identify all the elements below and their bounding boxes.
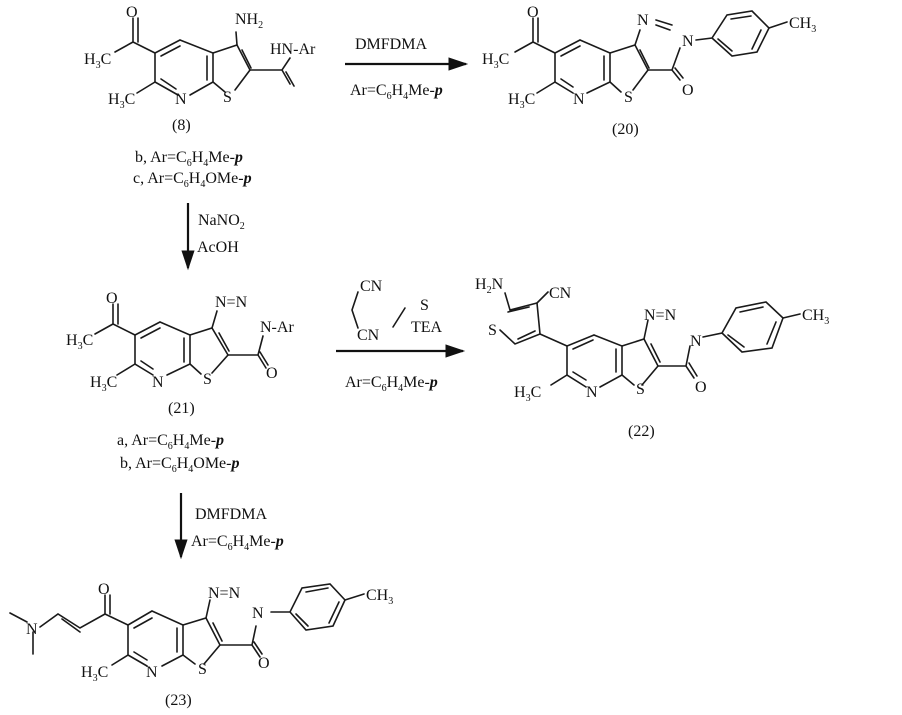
compound-8-label: (8) xyxy=(172,117,191,134)
atom-CH3: CH3 xyxy=(366,587,393,607)
atom-N-amide: N xyxy=(682,33,694,50)
compound-21-label: (21) xyxy=(168,400,195,417)
arrow-21-to-23: DMFDMA Ar=C6H4Me-p xyxy=(174,493,284,560)
atom-S: S xyxy=(624,89,633,106)
atom-O-amide: O xyxy=(266,365,278,382)
reagent-dmfdma-1: DMFDMA xyxy=(355,36,427,53)
compound-23-labels: N O H3C N S N=N N O CH3 (23) xyxy=(26,581,393,709)
atom-CN: CN xyxy=(549,285,572,302)
compound-21-structure xyxy=(94,303,269,376)
atom-S: S xyxy=(198,661,207,678)
arrow-21-to-22: CN CN S TEA Ar=C6H4Me-p xyxy=(336,278,466,394)
compound-22-structure xyxy=(499,291,801,388)
atom-H3C-acetyl: H3C xyxy=(84,51,111,71)
compound-8-variant-b: b, Ar=C6H4Me-p xyxy=(135,149,243,169)
reagent-sulfur: S xyxy=(420,297,429,314)
compound-8-variant-c: c, Ar=C6H4OMe-p xyxy=(133,170,252,190)
atom-H3C: H3C xyxy=(514,384,541,404)
compound-8-structure xyxy=(114,17,295,96)
compound-22-label: (22) xyxy=(628,423,655,440)
atom-N: N xyxy=(152,374,164,391)
atom-S: S xyxy=(203,371,212,388)
atom-O-amide: O xyxy=(258,655,270,672)
atom-O-amide: O xyxy=(695,379,707,396)
atom-H3C-methyl: H3C xyxy=(108,91,135,111)
atom-O: O xyxy=(527,4,539,21)
atom-O: O xyxy=(106,290,118,307)
atom-N: N xyxy=(146,664,158,681)
compound-20-label: (20) xyxy=(612,121,639,138)
reagent-malononitrile-cn1: CN xyxy=(360,278,383,295)
atom-CH3: CH3 xyxy=(789,15,816,35)
atom-O-amide: O xyxy=(682,82,694,99)
atom-H2N: H2N xyxy=(475,276,504,296)
atom-N=N: N=N xyxy=(208,585,241,602)
atom-N-Ar: N-Ar xyxy=(260,319,294,336)
atom-O: O xyxy=(98,581,110,598)
atom-N: N xyxy=(573,91,585,108)
compound-21-variant-b: b, Ar=C6H4OMe-p xyxy=(120,455,239,475)
atom-N=N: N=N xyxy=(215,294,248,311)
atom-S-thiophene: S xyxy=(488,322,497,339)
reagent-dmfdma-2: DMFDMA xyxy=(195,506,267,523)
reagent-acoh: AcOH xyxy=(197,239,239,256)
compound-20-structure xyxy=(514,10,788,94)
atom-N=N: N=N xyxy=(644,307,677,324)
atom-N-dimethylamino: N xyxy=(26,621,38,638)
compound-21-variant-a: a, Ar=C6H4Me-p xyxy=(117,432,224,452)
arrow-8-to-20: DMFDMA Ar=C6H4Me-p xyxy=(345,36,469,102)
atom-H3C-acetyl: H3C xyxy=(482,51,509,71)
compound-8-labels: O H3C H3C N S NH2 HN-Ar (8) b, Ar=C6H4Me… xyxy=(84,4,316,190)
atom-S: S xyxy=(223,89,232,106)
reagent-ar-3: Ar=C6H4Me-p xyxy=(191,533,284,553)
compound-20-labels: O H3C H3C N S N N O CH3 (20) xyxy=(482,4,816,138)
reagent-tea: TEA xyxy=(411,319,443,336)
atom-N: N xyxy=(175,91,187,108)
atom-H3C: H3C xyxy=(81,664,108,684)
atom-NH2: NH2 xyxy=(235,11,263,31)
atom-N-amide: N xyxy=(252,605,264,622)
compound-23-structure xyxy=(9,583,365,667)
atom-H3C-methyl: H3C xyxy=(90,374,117,394)
arrow-8-to-21: NaNO2 AcOH xyxy=(181,203,245,271)
reagent-ar-1: Ar=C6H4Me-p xyxy=(350,82,443,102)
atom-O: O xyxy=(126,4,138,21)
atom-N: N xyxy=(586,384,598,401)
compound-21-labels: O H3C H3C N S N=N N-Ar O (21) a, Ar=C6H4… xyxy=(66,290,294,475)
compound-22-labels: H2N CN S H3C N S N=N N O CH3 (22) xyxy=(475,276,829,440)
atom-H3C-acetyl: H3C xyxy=(66,332,93,352)
reagent-ar-2: Ar=C6H4Me-p xyxy=(345,374,438,394)
atom-N-amide: N xyxy=(690,333,702,350)
reagent-nano2: NaNO2 xyxy=(198,212,245,232)
atom-CH3: CH3 xyxy=(802,307,829,327)
atom-H3C-methyl: H3C xyxy=(508,91,535,111)
atom-N-pyrimidine: N xyxy=(637,12,649,29)
atom-HN-Ar: HN-Ar xyxy=(270,41,316,58)
compound-23-label: (23) xyxy=(165,692,192,709)
reagent-malononitrile-cn2: CN xyxy=(357,327,380,344)
atom-S: S xyxy=(636,381,645,398)
